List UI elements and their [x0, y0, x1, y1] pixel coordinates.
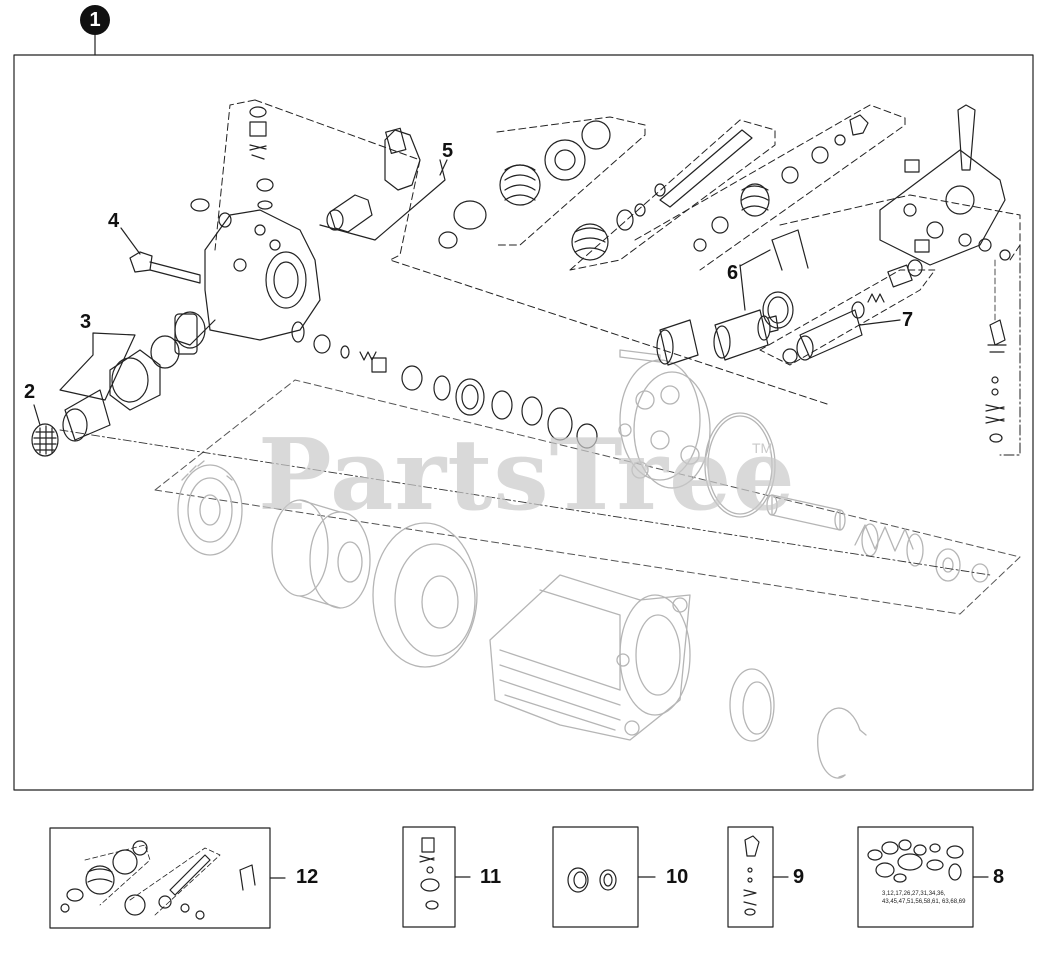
- center-axis: [59, 429, 991, 576]
- engine-assembly: [154, 349, 1021, 779]
- kit-8-part-list: 3,12,17,26,27,31,34,36, 43,45,47,51,56,5…: [882, 891, 966, 905]
- main-frame: [13, 54, 1034, 791]
- main-assembly-badge: 1: [80, 5, 110, 35]
- callout-5: 5: [442, 140, 454, 162]
- callout-9: 9: [793, 866, 805, 888]
- callout-12: 12: [296, 866, 319, 888]
- kit-12-box: [49, 827, 271, 929]
- watermark-trademark: TM: [752, 440, 773, 456]
- callout-10: 10: [666, 866, 689, 888]
- callout-2: 2: [24, 381, 36, 403]
- kit-8-box: [857, 826, 974, 928]
- kit-10-box: [552, 826, 639, 928]
- kit-boxes: [49, 826, 989, 929]
- kit-9-box: [727, 826, 774, 928]
- callout-11: 11: [480, 866, 502, 888]
- callout-6: 6: [727, 262, 739, 284]
- callout-8: 8: [993, 866, 1005, 888]
- watermark-text: PartsTree: [258, 418, 796, 533]
- callout-4: 4: [108, 210, 120, 232]
- callout-7: 7: [902, 309, 914, 331]
- callout-3: 3: [80, 311, 92, 333]
- pump-parts: [31, 99, 1021, 457]
- kit-11-box: [402, 826, 456, 928]
